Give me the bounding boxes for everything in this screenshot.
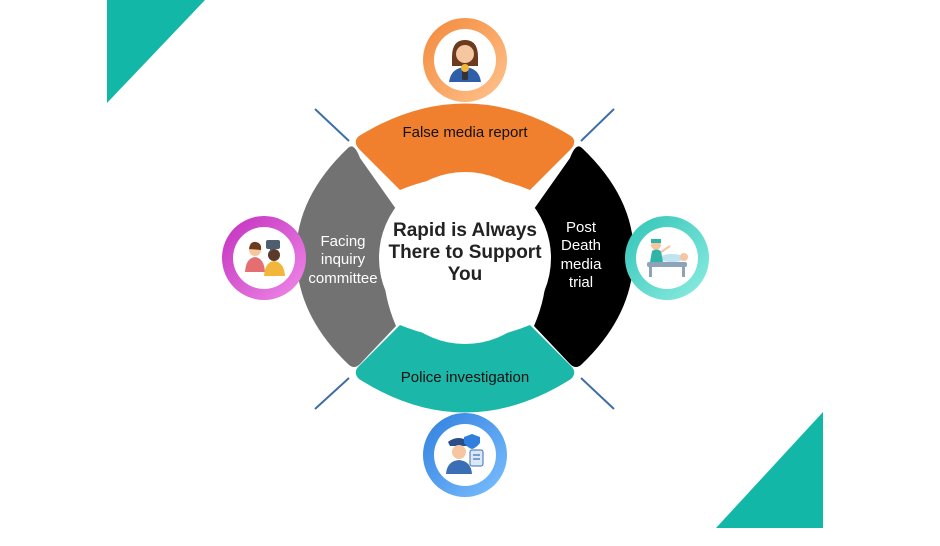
segment-label-right: Post Death media trial bbox=[560, 219, 602, 291]
connector-line-top-right bbox=[580, 108, 615, 142]
center-circle bbox=[379, 172, 551, 344]
news-reporter-icon bbox=[449, 40, 481, 82]
surgery-patient-icon bbox=[647, 239, 688, 277]
segment-label-bottom: Police investigation bbox=[400, 369, 530, 386]
segment-right bbox=[534, 146, 634, 367]
segment-label-left: Facing inquiry committee bbox=[308, 233, 378, 287]
segment-left bbox=[296, 146, 396, 367]
badge-right bbox=[625, 216, 709, 300]
corner-accent-bottom-right bbox=[716, 412, 823, 528]
badge-top bbox=[423, 18, 507, 102]
badge-left bbox=[222, 216, 306, 300]
connector-line-bottom-left bbox=[314, 377, 350, 410]
segment-label-top: False media report bbox=[402, 124, 528, 141]
connector-line-top-left bbox=[314, 108, 350, 142]
connector-line-bottom-right bbox=[580, 377, 615, 410]
center-title: Rapid is Always There to Support You bbox=[388, 220, 542, 285]
segment-bottom bbox=[355, 325, 575, 413]
interview-meeting-icon bbox=[245, 240, 285, 276]
corner-accent-top-left bbox=[107, 0, 205, 103]
police-officer-icon bbox=[446, 434, 484, 474]
badge-bottom bbox=[423, 413, 507, 497]
segment-top bbox=[355, 103, 575, 190]
